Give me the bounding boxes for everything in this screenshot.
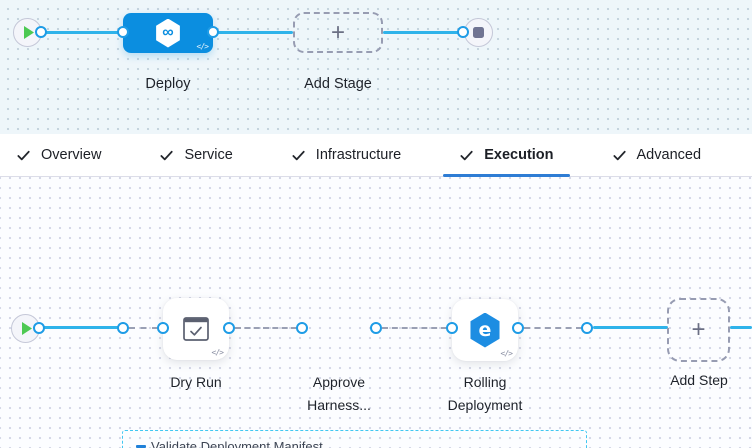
dashed-connector [524, 327, 582, 329]
tab-service[interactable]: Service [143, 134, 248, 176]
group-out-port[interactable] [581, 322, 593, 334]
tab-label: Overview [41, 147, 102, 163]
rolling-deployment-icon: e [470, 312, 500, 348]
group-in-port[interactable] [117, 322, 129, 334]
step-group-header[interactable]: Validate Deployment Manifest [136, 439, 323, 448]
connector-line [730, 326, 752, 329]
add-stage-button[interactable]: + [293, 12, 383, 53]
step-group-label: Validate Deployment Manifest [151, 439, 323, 448]
dashed-connector [235, 327, 297, 329]
code-view-badge: </> [196, 42, 209, 51]
rolling-out-port[interactable] [512, 322, 524, 334]
deploy-stage-in-port[interactable] [117, 26, 129, 38]
code-view-badge: </> [500, 349, 513, 358]
deploy-stage-out-port[interactable] [207, 26, 219, 38]
cd-infinity-glyph: ∞ [162, 24, 174, 41]
plus-icon: + [691, 316, 706, 343]
dry-run-label: Dry Run [170, 374, 222, 390]
tab-advanced[interactable]: Advanced [596, 134, 718, 176]
stage-config-tabbar: Overview Service Infrastructure Executio… [0, 134, 752, 177]
add-stage-label: Add Stage [304, 76, 372, 92]
plus-icon: + [330, 18, 345, 46]
connector-line [213, 31, 293, 34]
rolling-glyph: e [478, 319, 492, 341]
dashed-connector [382, 327, 447, 329]
tab-label: Advanced [636, 147, 702, 163]
end-node-in-port[interactable] [457, 26, 469, 38]
check-icon [460, 150, 473, 160]
check-icon [292, 150, 305, 160]
step-dry-run[interactable]: </> [163, 298, 229, 360]
play-icon [21, 322, 32, 335]
approve-label: Approve Harness... [307, 374, 371, 413]
rolling-deployment-label: Rolling Deployment [447, 374, 523, 413]
approve-in-port[interactable] [296, 322, 308, 334]
dry-run-out-port[interactable] [223, 322, 235, 334]
step-group-box [122, 430, 587, 448]
step-rolling-deployment[interactable]: e </> [452, 299, 518, 361]
execution-start-out-port[interactable] [33, 322, 45, 334]
add-step-button[interactable]: + [667, 298, 730, 362]
connector-line [41, 31, 123, 34]
dashed-connector [129, 327, 158, 329]
start-node-out-port[interactable] [35, 26, 47, 38]
connector-line [593, 326, 668, 329]
check-icon [160, 150, 174, 160]
tab-execution[interactable]: Execution [443, 134, 570, 177]
tab-overview[interactable]: Overview [0, 134, 117, 176]
dry-run-in-port[interactable] [157, 322, 169, 334]
stop-icon [473, 27, 484, 38]
tab-label: Service [184, 147, 233, 163]
connector-line [383, 31, 461, 34]
tab-label: Infrastructure [315, 147, 402, 163]
deploy-stage-node[interactable]: ∞ </> [123, 13, 213, 53]
tab-infrastructure[interactable]: Infrastructure [275, 134, 417, 176]
rolling-in-port[interactable] [446, 322, 458, 334]
tab-label: Execution [484, 147, 554, 163]
window-check-icon [183, 317, 209, 341]
collapse-group-icon[interactable] [136, 445, 146, 448]
harness-cd-icon: ∞ [156, 18, 180, 48]
add-step-label: Add Step [670, 372, 728, 388]
check-icon [612, 150, 626, 160]
active-tab-underline [443, 174, 570, 177]
execution-canvas: Validate Deployment Manifest </> [0, 177, 752, 448]
code-view-badge: </> [211, 348, 224, 357]
play-icon [23, 26, 34, 39]
connector-line [39, 326, 119, 329]
check-icon [17, 150, 30, 160]
stage-canvas: ∞ </> + Deploy Add Stage [0, 0, 752, 134]
deploy-stage-label: Deploy [145, 76, 191, 92]
approve-out-port[interactable] [370, 322, 382, 334]
